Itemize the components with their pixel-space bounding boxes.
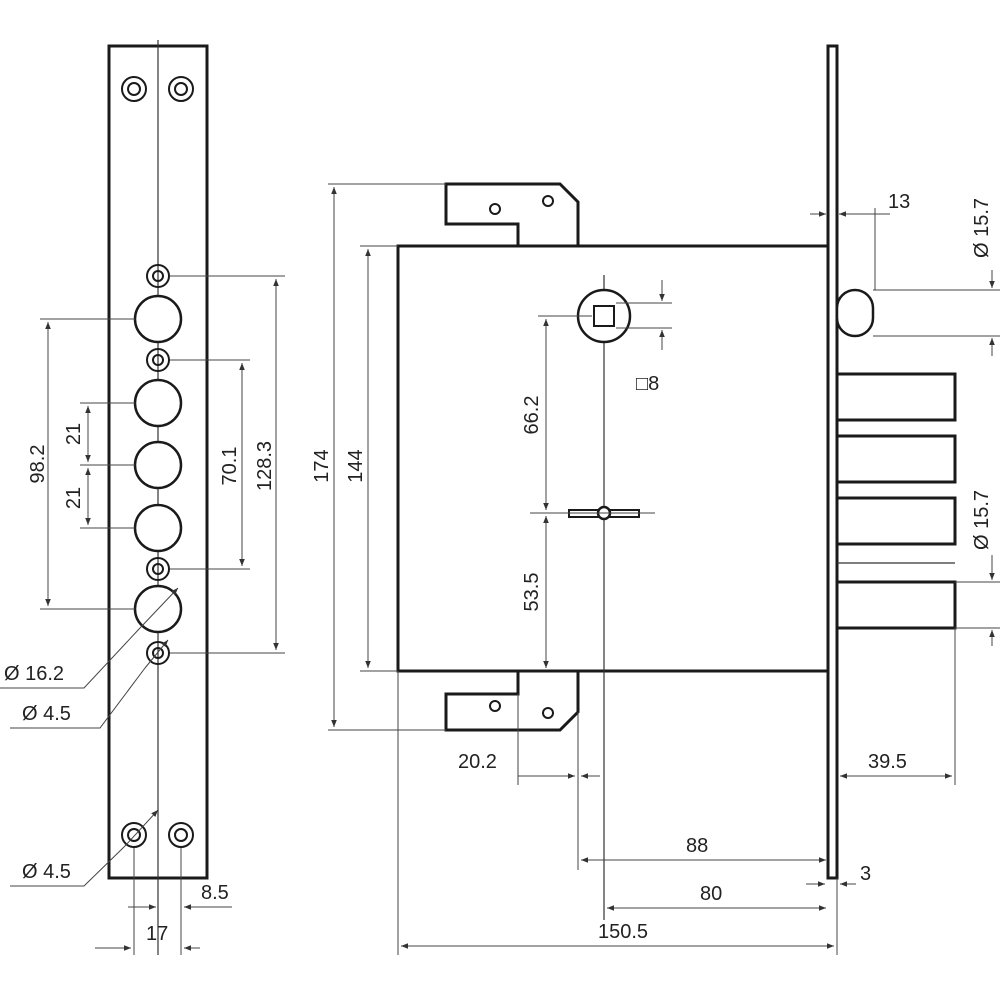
dim-square-8: □8: [636, 373, 659, 395]
dim-128-3: 128.3: [254, 441, 276, 491]
dim-98-2: 98.2: [27, 445, 49, 484]
dim-17: 17: [146, 923, 168, 945]
dim-diameter-4-5-b: Ø 4.5: [22, 861, 71, 883]
latch-bolt: [835, 288, 875, 338]
dim-21-a: 21: [63, 423, 85, 445]
dim-20-2: 20.2: [458, 751, 497, 773]
dim-88: 88: [686, 835, 708, 857]
dim-diameter-15-7-b: Ø 15.7: [971, 490, 993, 550]
bottom-mounting-bracket: [444, 669, 580, 732]
dim-8-5: 8.5: [201, 882, 229, 904]
small-holes: [146, 264, 170, 665]
dim-70-1: 70.1: [219, 447, 241, 486]
dim-39-5: 39.5: [868, 751, 907, 773]
deadbolts: [835, 372, 957, 630]
dim-174: 174: [311, 449, 333, 482]
dim-21-b: 21: [63, 487, 85, 509]
dim-3: 3: [860, 863, 871, 885]
dim-13: 13: [888, 191, 910, 213]
dim-66-2: 66.2: [521, 396, 543, 435]
dim-80: 80: [700, 883, 722, 905]
bottom-screw-holes: [121, 822, 194, 848]
dim-144: 144: [345, 449, 367, 482]
top-mounting-bracket: [444, 182, 580, 248]
top-screw-holes: [121, 76, 194, 102]
dim-diameter-16-2: Ø 16.2: [4, 663, 64, 685]
dim-diameter-15-7-a: Ø 15.7: [971, 198, 993, 258]
dim-diameter-4-5-a: Ø 4.5: [22, 703, 71, 725]
dim-150-5: 150.5: [598, 921, 648, 943]
dim-53-5: 53.5: [521, 573, 543, 612]
faceplate-strip: 98.2 21 21 70.1 128.3 Ø 16.2 Ø 4.5 Ø 4.5…: [0, 40, 285, 955]
lock-body-view: □8 66.2 53.5 174 144 20.2 88 80 150.5: [311, 44, 1000, 955]
